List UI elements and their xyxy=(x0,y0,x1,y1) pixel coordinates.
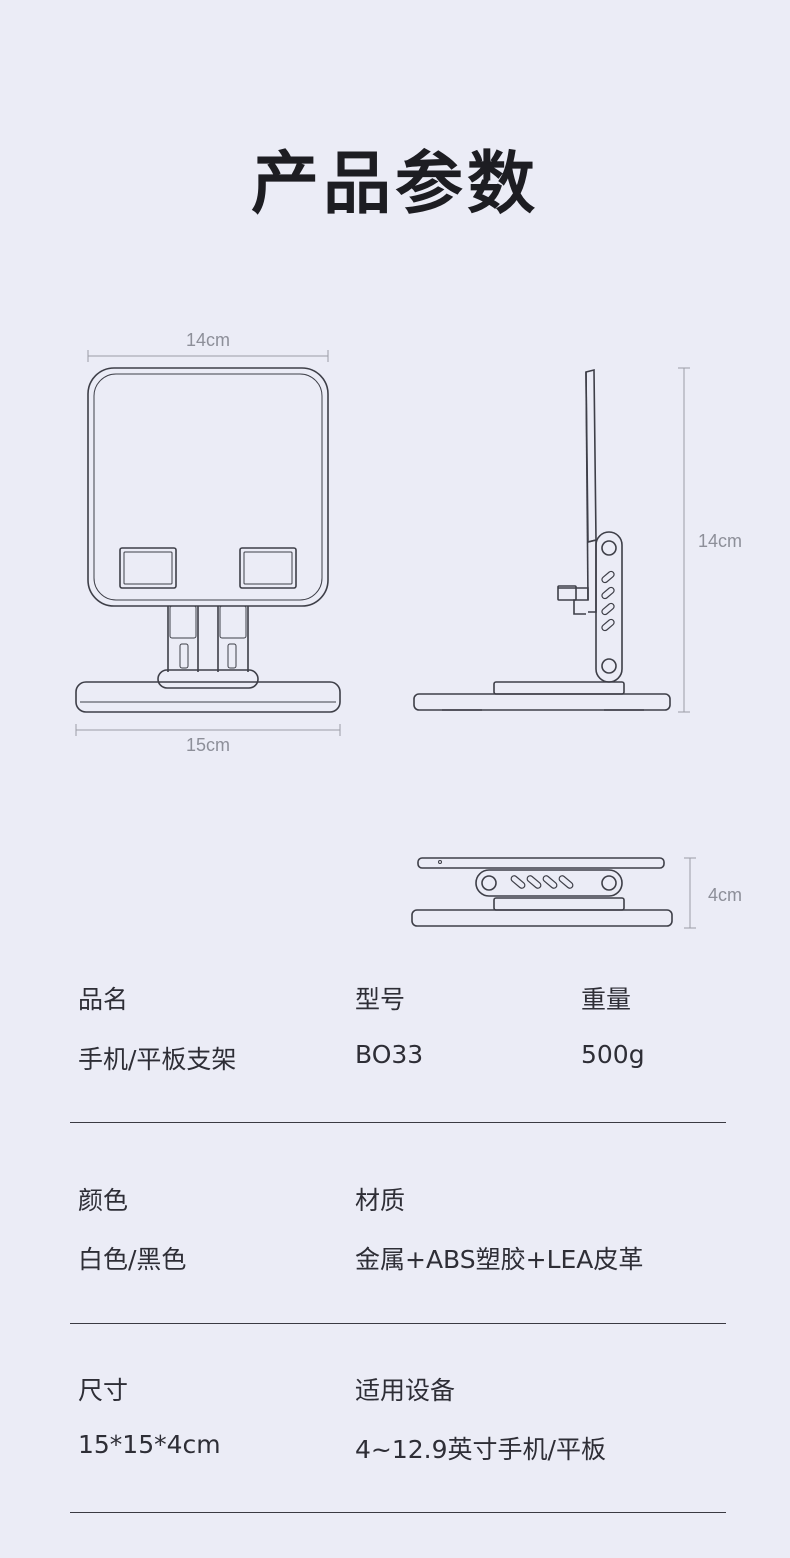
spec-label-size: 尺寸 xyxy=(78,1376,129,1405)
side-base xyxy=(413,693,671,711)
front-width-dimension xyxy=(87,350,329,362)
spec-label-material: 材质 xyxy=(355,1186,406,1215)
front-width-label: 14cm xyxy=(186,330,230,350)
holder-panel xyxy=(87,367,329,607)
base-width-dimension xyxy=(75,724,341,736)
spec-label-weight: 重量 xyxy=(581,985,632,1014)
front-view: 14cm 15cm xyxy=(75,330,341,755)
spec-label-color: 颜色 xyxy=(78,1186,129,1215)
left-hook xyxy=(119,547,177,589)
side-height-dimension xyxy=(678,367,690,713)
side-view: 14cm xyxy=(413,367,742,713)
side-height-label: 14cm xyxy=(698,531,742,551)
folded-arm xyxy=(475,869,623,897)
folded-base xyxy=(411,909,673,927)
spec-label-model: 型号 xyxy=(355,985,406,1014)
divider xyxy=(70,1122,726,1123)
page-title: 产品参数 xyxy=(250,145,539,224)
folded-height-label: 4cm xyxy=(708,885,742,905)
holder-base xyxy=(75,681,341,713)
spec-value-material: 金属+ABS塑胶+LEA皮革 xyxy=(355,1245,644,1274)
folded-view: 4cm xyxy=(411,857,742,929)
spec-value-model: BO33 xyxy=(355,1040,424,1069)
spec-label-name: 品名 xyxy=(78,985,129,1014)
base-width-label: 15cm xyxy=(186,735,230,755)
right-hook xyxy=(239,547,297,589)
product-dimension-diagram: 14cm 15cm xyxy=(75,330,742,929)
spec-value-weight: 500g xyxy=(581,1040,645,1069)
spec-value-devices: 4~12.9英寸手机/平板 xyxy=(355,1435,606,1464)
spec-label-devices: 适用设备 xyxy=(355,1376,456,1405)
spec-value-name: 手机/平板支架 xyxy=(78,1045,237,1074)
folded-panel xyxy=(417,857,665,869)
spec-value-color: 白色/黑色 xyxy=(78,1245,187,1274)
divider xyxy=(70,1512,726,1513)
hinge xyxy=(157,669,259,689)
folded-height-dimension xyxy=(684,857,696,929)
spec-value-size: 15*15*4cm xyxy=(78,1430,221,1459)
divider xyxy=(70,1323,726,1324)
